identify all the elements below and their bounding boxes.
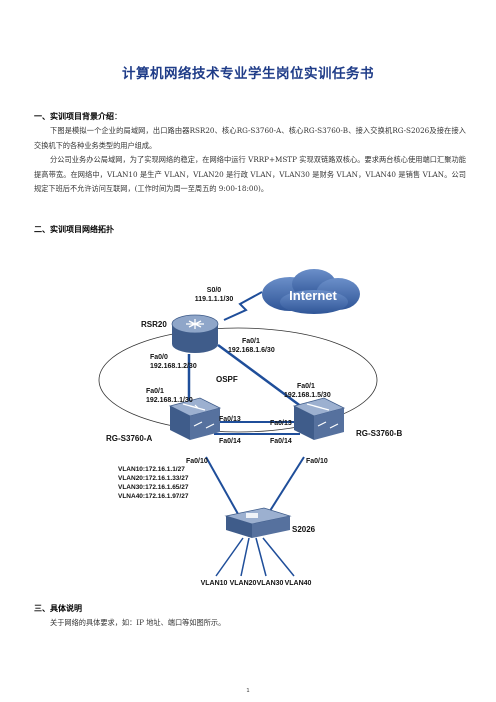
- link-rsr20-internet: [223, 291, 263, 321]
- core-a-fa01-ip-label: 192.168.1.1/30: [146, 397, 193, 404]
- link-s2026-vlan30: [255, 537, 267, 577]
- router-fa00-label: Fa0/0: [150, 354, 168, 361]
- access-switch-icon: [224, 507, 292, 538]
- section2-heading: 二、实训项目网络拓扑: [34, 225, 114, 234]
- vlan30-label: VLAN30: [257, 580, 284, 587]
- internet-cloud-icon: [262, 269, 360, 314]
- router-icon: [171, 314, 219, 353]
- core-b-fa014-label: Fa0/14: [270, 438, 292, 445]
- ospf-label: OSPF: [216, 375, 238, 384]
- page-number: 1: [246, 688, 250, 694]
- router-fa01-ip-label: 192.168.1.6/30: [228, 347, 275, 354]
- link-rsr20-core-b: [217, 343, 307, 412]
- vlan-ip-label-1: VLAN10:172.16.1.1/27: [118, 466, 185, 473]
- vlan-ip-label-4: VLNA40:172.16.1.97/27: [118, 493, 189, 500]
- link-s2026-vlan10: [215, 537, 244, 577]
- section1-paragraph-1: 下图是模拟一个企业的局域网，出口路由器RSR20、核心RG-S3760-A、核心…: [34, 126, 466, 150]
- router-s00-label: S0/0: [207, 287, 222, 294]
- core-a-name-label: RG-S3760-A: [106, 434, 152, 443]
- core-b-name-label: RG-S3760-B: [356, 429, 402, 438]
- router-fa01-label: Fa0/1: [242, 338, 260, 345]
- ospf-area-ellipse: [98, 327, 378, 433]
- link-s2026-vlan40: [262, 537, 295, 577]
- network-topology-diagram: Internet: [98, 269, 402, 587]
- section1-paragraph-2: 分公司业务办公局域网，为了实现网络的稳定，在网络中运行 VRRP+MSTP 实现…: [34, 155, 466, 194]
- vlan40-label: VLAN40: [285, 580, 312, 587]
- link-core-b-s2026: [267, 456, 305, 515]
- vlan10-label: VLAN10: [201, 580, 228, 587]
- core-switch-b-icon: [292, 397, 346, 440]
- router-s00-ip-label: 119.1.1.1/30: [195, 296, 234, 303]
- section3-paragraph-1: 关于网络的具体要求，如：IP 地址、端口等如图所示。: [50, 618, 226, 627]
- core-b-fa01-label: Fa0/1: [297, 383, 315, 390]
- vlan-ip-label-2: VLAN20:172.16.1.33/27: [118, 475, 189, 482]
- vlan20-label: VLAN20: [230, 580, 257, 587]
- core-a-fa014-label: Fa0/14: [219, 438, 241, 445]
- core-b-fa013-label: Fa0/13: [270, 420, 292, 427]
- section3-heading: 三、具体说明: [34, 604, 82, 613]
- core-a-fa01-label: Fa0/1: [146, 388, 164, 395]
- core-switch-a-icon: [168, 397, 222, 440]
- internet-label: Internet: [289, 288, 337, 303]
- router-name-label: RSR20: [141, 320, 167, 329]
- vlan-ip-label-3: VLAN30:172.16.1.65/27: [118, 484, 189, 491]
- router-fa00-ip-label: 192.168.1.2/30: [150, 363, 197, 370]
- link-s2026-vlan20: [240, 537, 250, 577]
- access-switch-label: S2026: [292, 525, 316, 534]
- core-a-fa010-label: Fa0/10: [186, 458, 208, 465]
- page-title: 计算机网络技术专业学生岗位实训任务书: [122, 66, 374, 82]
- link-core-a-s2026: [205, 456, 239, 515]
- core-b-fa01-ip-label: 192.168.1.5/30: [284, 392, 331, 399]
- core-a-fa013-label: Fa0/13: [219, 416, 241, 423]
- section1-heading: 一、实训项目背景介绍：: [34, 112, 122, 121]
- core-b-fa010-label: Fa0/10: [306, 458, 328, 465]
